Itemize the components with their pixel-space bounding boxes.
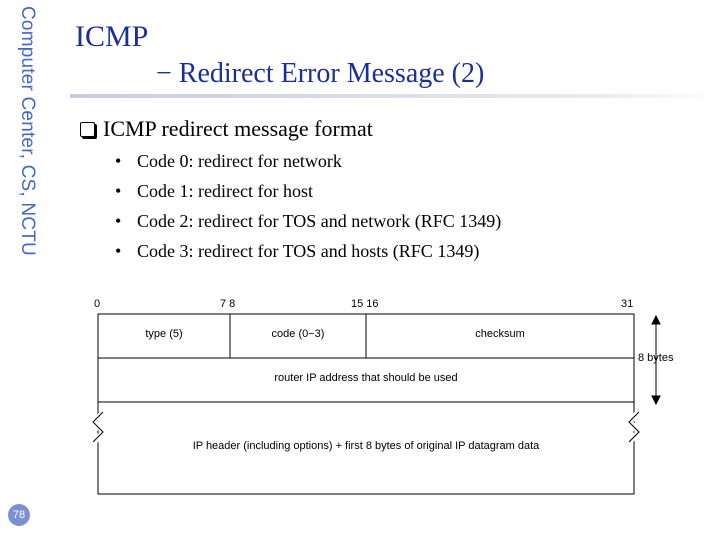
bit-label-0: 0 <box>94 298 101 310</box>
list-item: • Code 0: redirect for network <box>115 150 501 180</box>
list-item: • Code 1: redirect for host <box>115 180 501 210</box>
bit-label-15-16: 15 16 <box>351 298 379 310</box>
ip-header-field: IP header (including options) + first 8 … <box>192 440 540 452</box>
list-item-text: Code 3: redirect for TOS and hosts (RFC … <box>137 241 480 261</box>
bullet-dot-icon: • <box>115 151 122 171</box>
checksum-field: checksum <box>475 328 525 340</box>
main-bullet-text: ICMP redirect message format <box>103 116 373 141</box>
page-number-badge: 78 <box>8 504 30 526</box>
list-item-text: Code 1: redirect for host <box>137 181 313 201</box>
list-item: • Code 3: redirect for TOS and hosts (RFC… <box>115 240 501 270</box>
bit-label-31: 31 <box>621 298 634 310</box>
checkbox-bullet-icon <box>80 121 95 137</box>
packet-frame <box>89 313 661 495</box>
router-ip-field: router IP address that should be used <box>274 372 458 384</box>
code-field: code (0−3) <box>271 328 325 340</box>
icmp-message-format-diagram: 0 7 8 15 16 31 type (5) code (0−3) check… <box>80 290 680 500</box>
slide-subtitle: − Redirect Error Message (2) <box>156 58 485 89</box>
size-label: 8 bytes <box>638 352 674 364</box>
list-item: • Code 2: redirect for TOS and network (R… <box>115 210 501 240</box>
sidebar: Computer Center, CS, NCTU 78 <box>0 0 46 540</box>
list-item-text: Code 2: redirect for TOS and network (RF… <box>137 211 502 231</box>
sidebar-vertical-text: Computer Center, CS, NCTU <box>17 6 38 256</box>
bullet-dot-icon: • <box>115 211 122 231</box>
bullet-dot-icon: • <box>115 241 122 261</box>
type-field: type (5) <box>145 328 183 340</box>
sub-bullet-list: • Code 0: redirect for network • Code 1: r… <box>115 150 501 270</box>
title-divider <box>70 94 720 98</box>
bullet-dot-icon: • <box>115 181 122 201</box>
bit-label-7-8: 7 8 <box>220 298 236 310</box>
main-bullet: ICMP redirect message format <box>80 116 373 142</box>
slide-title: ICMP <box>75 20 149 53</box>
list-item-text: Code 0: redirect for network <box>137 151 342 171</box>
